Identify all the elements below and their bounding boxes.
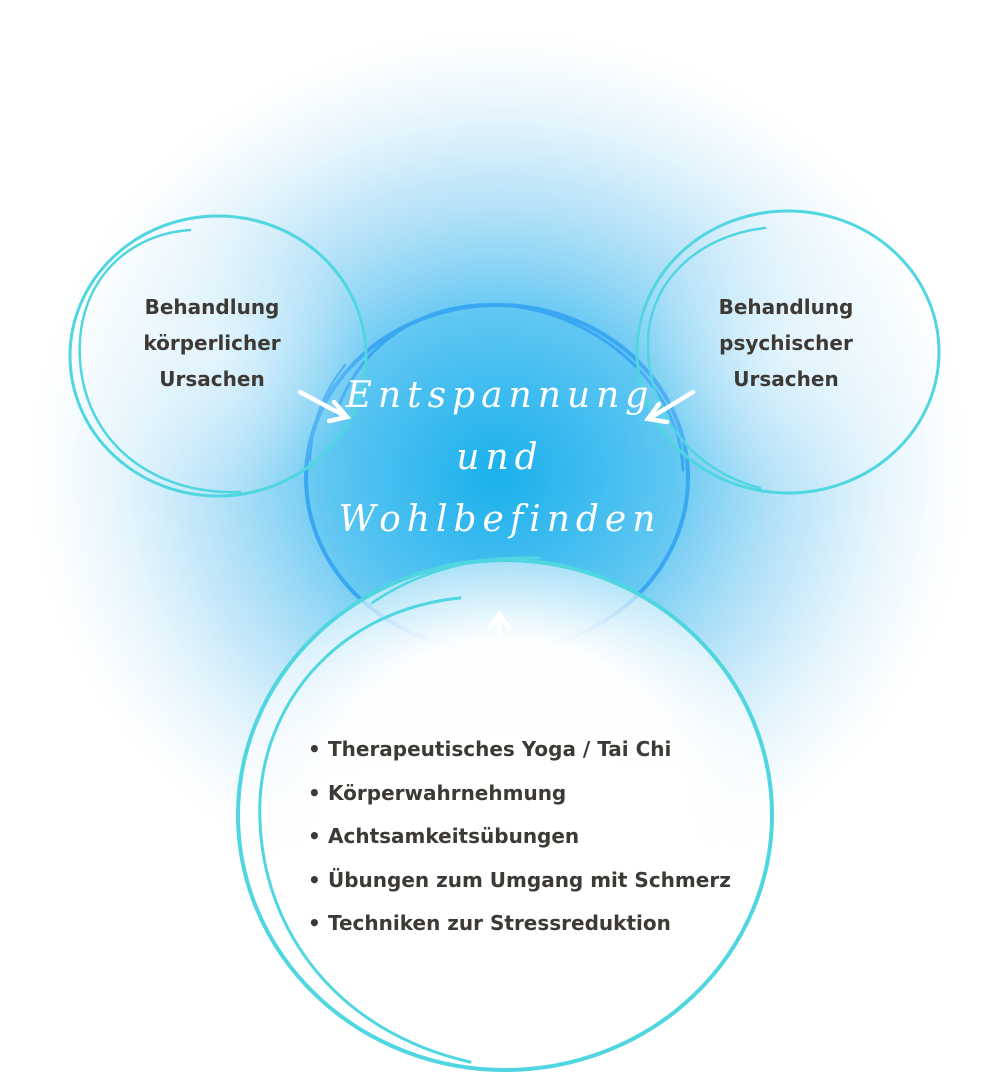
center-node-line: Entspannung — [345, 375, 655, 416]
list-item: Achtsamkeitsübungen — [308, 815, 731, 859]
list-item: Übungen zum Umgang mit Schmerz — [308, 859, 731, 903]
arrow-right-to-center — [644, 389, 696, 425]
right-node-label: Behandlung psychischer Ursachen — [686, 289, 886, 397]
list-item: Techniken zur Stressreduktion — [308, 902, 731, 946]
list-item: Körperwahrnehmung — [308, 772, 731, 816]
arrow-bottom-to-center — [486, 610, 512, 673]
right-node-line: Ursachen — [733, 367, 839, 391]
bottom-circle-outline — [236, 558, 774, 1072]
list-item: Therapeutisches Yoga / Tai Chi — [308, 728, 731, 772]
center-node-line: Wohlbefinden — [338, 499, 662, 540]
left-node-line: körperlicher — [143, 331, 281, 355]
arrow-left-to-center — [297, 389, 352, 424]
right-circle-sketch-stroke — [646, 226, 767, 490]
right-node-line: Behandlung — [718, 295, 854, 319]
bottom-circle-sketch-stroke — [258, 596, 472, 1064]
left-circle-sketch-stroke — [78, 228, 242, 494]
methods-list: Therapeutisches Yoga / Tai Chi Körperwah… — [308, 728, 731, 946]
bottom-circle-sketch-stroke-2 — [370, 556, 542, 605]
right-node-line: psychischer — [719, 331, 853, 355]
left-node-line: Ursachen — [159, 367, 265, 391]
center-node-title: Entspannung und Wohlbefinden — [330, 365, 670, 551]
left-circle — [68, 214, 368, 498]
left-node-label: Behandlung körperlicher Ursachen — [112, 289, 312, 397]
center-node-line: und — [456, 437, 544, 478]
right-circle-outline — [635, 209, 941, 495]
right-circle — [635, 209, 941, 495]
left-circle-outline — [68, 214, 368, 498]
left-node-line: Behandlung — [144, 295, 280, 319]
